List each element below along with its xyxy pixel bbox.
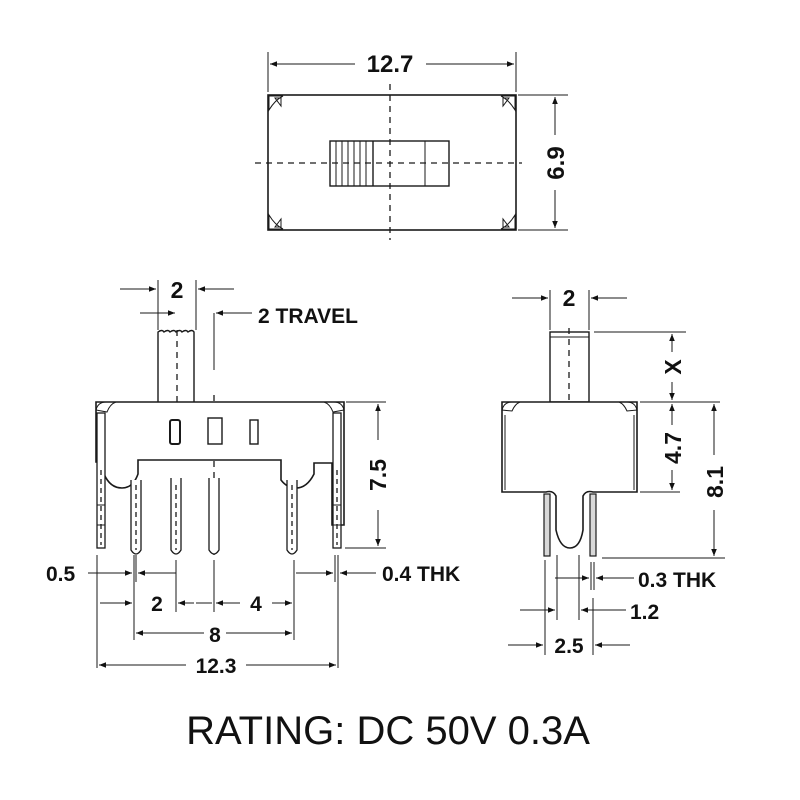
pin-span-label: 4 [250,593,262,616]
outer-pin-span-label: 8 [209,624,221,647]
front-overall-width-label: 12.3 [196,655,237,678]
slider-actuator [329,140,450,187]
side-pin-gap-label: 1.2 [630,601,659,624]
side-actuator-height-label: X [660,359,686,375]
front-view: 2 2 TRAVEL 7.5 0.5 0.4 THK 2 4 [46,277,460,678]
front-height-label: 7.5 [365,459,391,491]
side-pin-span-label: 2.5 [554,635,584,658]
front-pin-thickness-label: 0.4 THK [382,563,460,586]
top-height-label: 6.9 [543,146,570,179]
corner-clips [268,95,516,230]
rating-label: RATING: DC 50V 0.3A [186,709,590,753]
front-actuator [157,329,195,402]
side-pin-thickness-label: 0.3 THK [638,569,716,592]
travel-label: 2 TRAVEL [258,305,358,328]
top-width-label: 12.7 [367,51,414,78]
side-overall-height-label: 8.1 [702,466,728,498]
side-actuator-width-label: 2 [563,285,576,311]
side-view: 2 X 4.7 8.1 0.3 THK 1.2 2.5 [501,285,728,658]
pin-offset-label: 0.5 [46,563,76,586]
front-body [95,401,345,526]
side-body-height-label: 4.7 [660,432,686,464]
top-view: 12.7 6.9 [255,51,570,240]
side-body [501,401,638,549]
front-actuator-width-label: 2 [171,277,184,303]
front-pins [130,478,298,555]
pin-pitch-label: 2 [151,593,163,616]
